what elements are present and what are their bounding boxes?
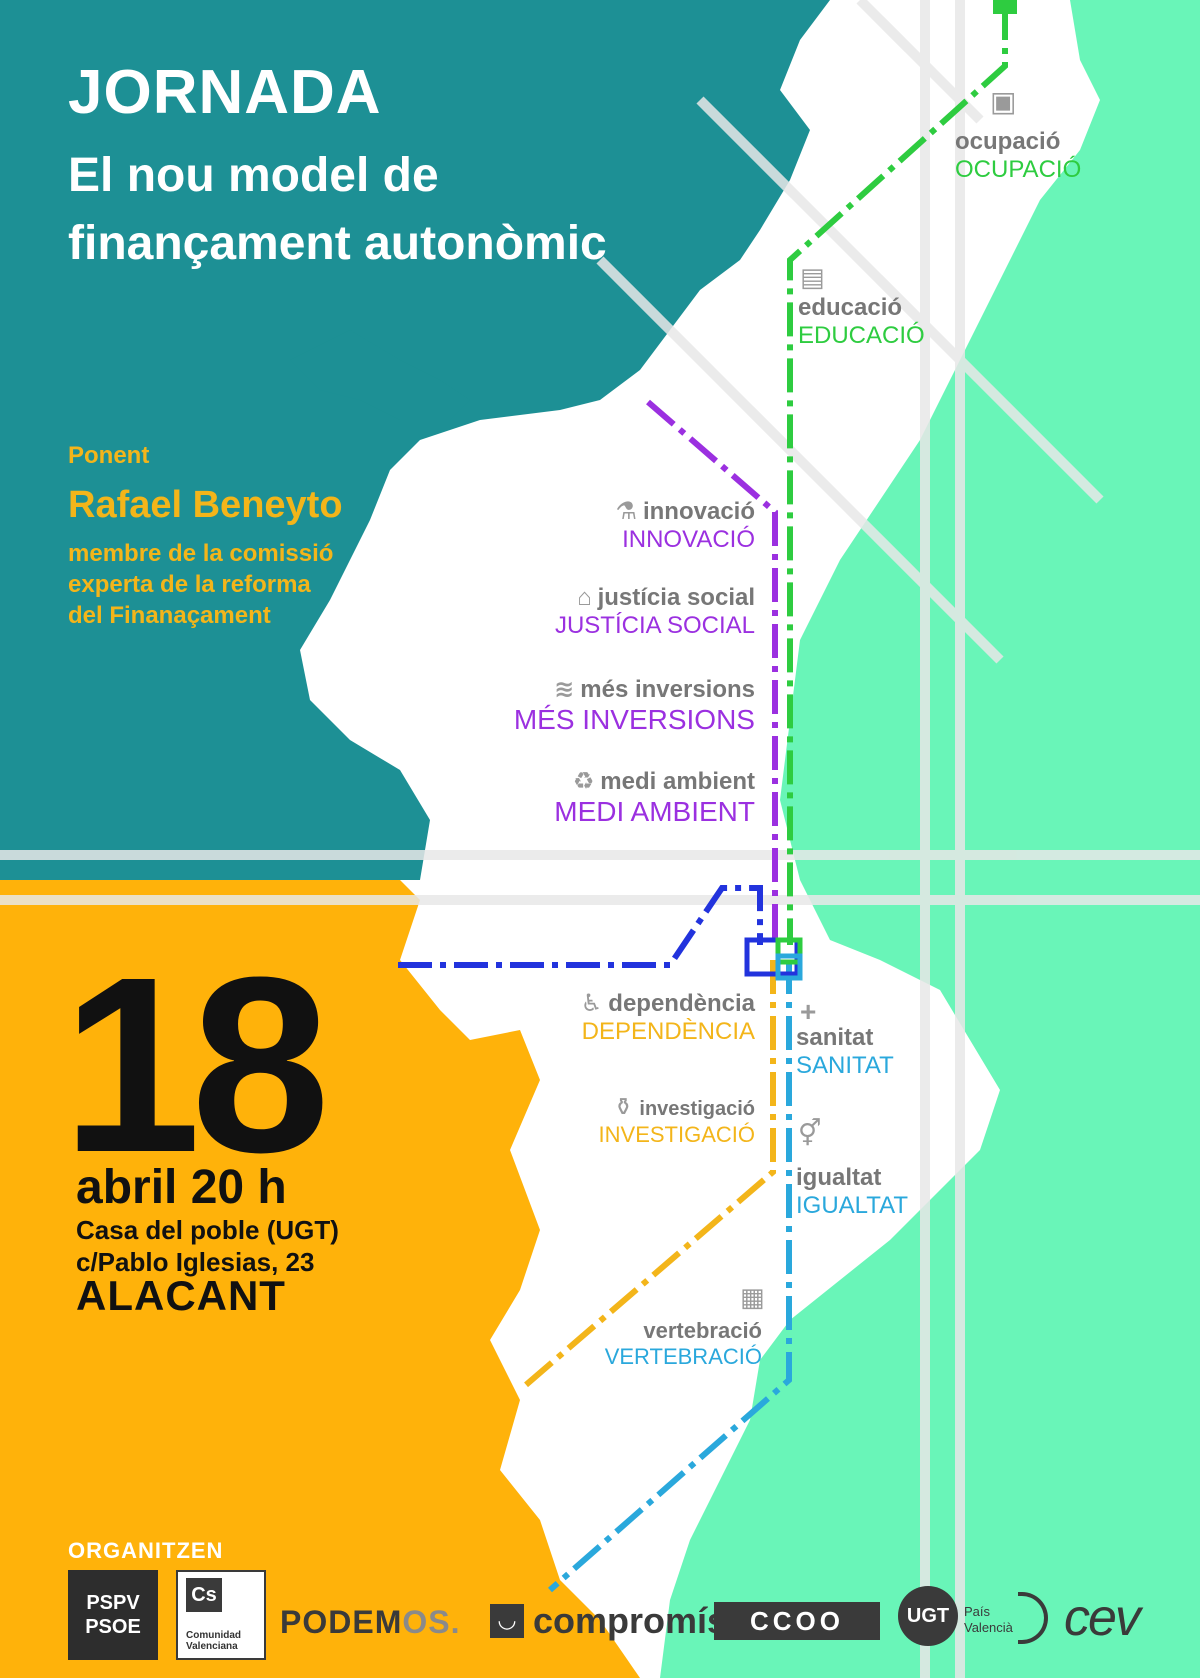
station-inversions: ≋més inversions MÉS INVERSIONS xyxy=(514,678,755,734)
station-investigacio: ⚱investigació INVESTIGACIÓ xyxy=(599,1096,755,1146)
station-sanitat: sanitat SANITAT xyxy=(796,1026,894,1078)
smile-icon: ◡ xyxy=(490,1604,524,1638)
event-venue-name: Casa del poble (UGT) xyxy=(76,1215,339,1245)
event-day: 18 xyxy=(62,925,330,1204)
gold-line xyxy=(518,960,776,1393)
presentation-icon: ▣ xyxy=(990,86,1017,117)
interchange-green xyxy=(775,937,803,965)
station-investigacio-main: INVESTIGACIÓ xyxy=(598,1122,755,1147)
station-dependencia: ♿dependència DEPENDÈNCIA xyxy=(581,992,755,1044)
speaker-role-line2: experta de la reforma xyxy=(68,571,311,598)
books-icon: ▤ xyxy=(800,262,825,292)
station-educacio-main: EDUCACIÓ xyxy=(798,322,925,349)
station-sanitat-main: SANITAT xyxy=(796,1052,894,1079)
ccoo-logo: CCOO xyxy=(714,1602,880,1640)
station-innovacio-sub: innovació xyxy=(642,498,755,525)
green-line xyxy=(787,6,1008,945)
speaker-role-line3: del Finanaçament xyxy=(68,602,271,629)
station-inversions-main: MÉS INVERSIONS xyxy=(513,704,755,735)
cev-logo: cev xyxy=(1064,1589,1141,1647)
psoe-line1: PSPV xyxy=(86,1592,140,1614)
podemos-logo: PODEMOS. xyxy=(280,1604,460,1641)
psoe-line2: PSOE xyxy=(85,1616,141,1638)
station-ocupacio-sub: ocupació xyxy=(955,128,1061,155)
cyan-line xyxy=(548,960,792,1593)
station-ambient: ♻medi ambient MEDI AMBIENT xyxy=(554,770,755,826)
event-month-time: abril 20 h xyxy=(76,1161,287,1214)
station-educacio: educació EDUCACIÓ xyxy=(798,296,925,348)
courthouse-icon: ⌂ xyxy=(577,584,592,611)
green-terminus xyxy=(993,0,1017,14)
station-justicia-main: JUSTÍCIA SOCIAL xyxy=(554,612,755,639)
event-subtitle-line1: El nou model de xyxy=(68,149,439,202)
microscope-icon: ⚗ xyxy=(615,498,637,525)
organizers-label: ORGANITZEN xyxy=(68,1538,224,1563)
station-justicia-sub: justícia social xyxy=(597,584,755,611)
ugt-sub-line1: País xyxy=(964,1604,991,1619)
station-igualtat-sub: igualtat xyxy=(796,1164,882,1191)
station-ambient-sub: medi ambient xyxy=(600,768,755,795)
lake xyxy=(290,330,470,420)
station-innovacio-main: INNOVACIÓ xyxy=(622,526,755,553)
flask-icon: ⚱ xyxy=(613,1094,634,1121)
gender-icon: ⚥ xyxy=(798,1118,822,1148)
purple-line xyxy=(646,399,778,945)
station-inversions-sub: més inversions xyxy=(580,676,755,703)
station-ocupacio: ocupació OCUPACIÓ xyxy=(955,130,1081,182)
station-dependencia-sub: dependència xyxy=(608,990,755,1017)
station-innovacio: ⚗innovació INNOVACIÓ xyxy=(615,500,755,552)
plus-icon: + xyxy=(800,996,817,1027)
wheelchair-icon: ♿ xyxy=(580,990,603,1017)
speaker-role-line1: membre de la comissió xyxy=(68,540,334,567)
cs-name-line1: Comunidad xyxy=(186,1630,241,1641)
station-ocupacio-main: OCUPACIÓ xyxy=(955,156,1082,183)
train-icon: ▦ xyxy=(740,1282,765,1312)
station-vertebracio-main: VERTEBRACIÓ xyxy=(604,1344,762,1369)
station-igualtat-main: IGUALTAT xyxy=(796,1192,909,1219)
podemos-a: PODEM xyxy=(280,1604,403,1640)
interchange-cyan xyxy=(775,953,803,981)
speaker-label: Ponent xyxy=(68,442,150,469)
podemos-b: OS. xyxy=(402,1604,461,1640)
station-investigacio-sub: investigació xyxy=(639,1098,755,1120)
compromis-logo: compromís xyxy=(533,1600,728,1641)
station-vertebracio-sub: vertebració xyxy=(643,1318,762,1343)
cs-mark: Cs xyxy=(186,1578,222,1612)
coins-icon: ≋ xyxy=(554,676,575,703)
event-subtitle-line2: finançament autonòmic xyxy=(68,217,607,270)
event-address: c/Pablo Iglesias, 23 xyxy=(76,1247,315,1277)
event-type-title: JORNADA xyxy=(68,58,382,127)
blue-line xyxy=(398,885,763,968)
pspv-psoe-logo: PSPV PSOE xyxy=(68,1570,158,1660)
cs-name: Comunidad Valenciana xyxy=(186,1630,241,1652)
station-educacio-sub: educació xyxy=(798,294,903,321)
orange-region xyxy=(0,880,640,1678)
station-dependencia-main: DEPENDÈNCIA xyxy=(581,1018,755,1045)
speaker-role: membre de la comissió experta de la refo… xyxy=(68,538,428,631)
ugt-logo: UGT xyxy=(898,1586,958,1646)
event-venue: Casa del poble (UGT) c/Pablo Iglesias, 2… xyxy=(76,1214,339,1278)
speaker-name: Rafael Beneyto xyxy=(68,484,343,526)
station-vertebracio: vertebració VERTEBRACIÓ xyxy=(605,1320,762,1368)
teal-region xyxy=(0,0,830,880)
ugt-subtitle: País Valencià xyxy=(964,1604,1013,1636)
station-ambient-main: MEDI AMBIENT xyxy=(554,796,755,827)
recycle-icon: ♻ xyxy=(572,768,595,795)
cs-name-line2: Valenciana xyxy=(186,1641,238,1652)
station-justicia: ⌂justícia social JUSTÍCIA SOCIAL xyxy=(555,586,755,638)
cs-logo: Cs Comunidad Valenciana xyxy=(176,1570,266,1660)
station-sanitat-sub: sanitat xyxy=(796,1024,874,1051)
event-city: ALACANT xyxy=(76,1272,286,1319)
ugt-sub-line2: Valencià xyxy=(964,1620,1013,1635)
station-igualtat: igualtat IGUALTAT xyxy=(796,1166,908,1218)
